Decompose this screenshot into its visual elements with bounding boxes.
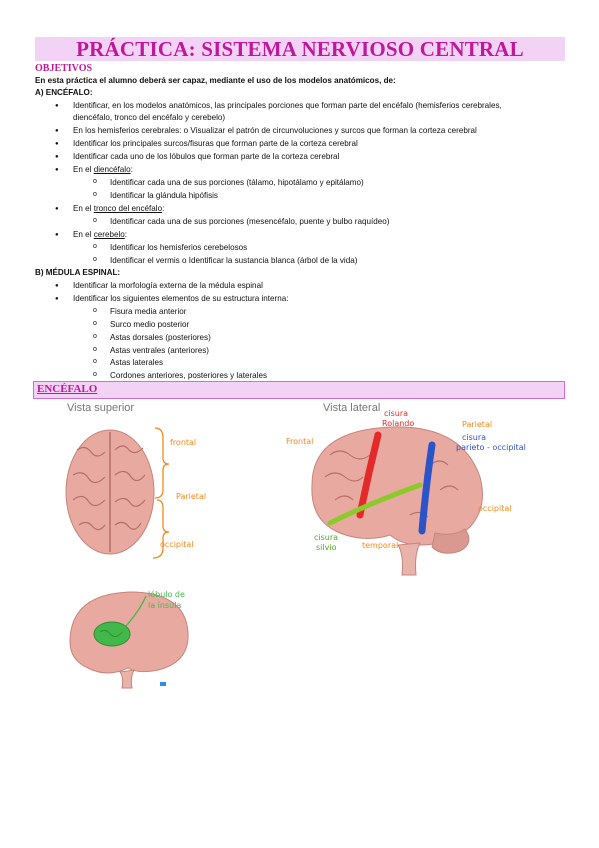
label-lobulo-insula-2: la ínsula bbox=[148, 601, 182, 610]
cerebelo-sub-2: Identificar el vermis o Identificar la s… bbox=[93, 255, 357, 266]
label-parietal-lateral: Parietal bbox=[462, 420, 493, 429]
a-item-1-cont: diencéfalo, tronco del encéfalo y cerebe… bbox=[73, 113, 226, 122]
label-frontal-lateral: Frontal bbox=[286, 437, 314, 446]
diencefalo-sub-1: Identificar cada una de sus porciones (t… bbox=[93, 177, 364, 188]
label-parietal-superior: Parietal bbox=[176, 492, 207, 501]
label-occipital-lateral: occipital bbox=[478, 504, 512, 513]
tronco-item: En el tronco del encéfalo: bbox=[55, 204, 164, 214]
label-cisura-parieto-1: cisura bbox=[462, 433, 487, 442]
intro-text: En esta práctica el alumno deberá ser ca… bbox=[35, 76, 396, 85]
b-sub-5: Astas laterales bbox=[93, 357, 163, 368]
page-title: PRÁCTICA: SISTEMA NERVIOSO CENTRAL bbox=[76, 37, 524, 61]
cerebelo-item: En el cerebelo: bbox=[55, 230, 127, 240]
section-b-heading: B) MÉDULA ESPINAL: bbox=[35, 268, 121, 277]
lateral-view-title: Vista lateral bbox=[323, 402, 381, 414]
diencefalo-item: En el diencéfalo: bbox=[55, 165, 133, 175]
b-item-2: Identificar los siguientes elementos de … bbox=[55, 294, 288, 304]
label-lobulo-insula-1: lóbulo de bbox=[148, 590, 185, 599]
b-sub-1: Fisura media anterior bbox=[93, 306, 187, 317]
a-item-4: Identificar cada uno de los lóbulos que … bbox=[55, 152, 339, 162]
label-cisura-silvio-1: cisura bbox=[314, 533, 339, 542]
objetivos-heading: OBJETIVOS bbox=[35, 63, 93, 74]
a-item-1: Identificar, en los modelos anatómicos, … bbox=[55, 101, 502, 111]
b-sub-3: Astas dorsales (posteriores) bbox=[93, 332, 211, 343]
diencefalo-sub-2: Identificar la glándula hipófisis bbox=[93, 190, 218, 201]
encefalo-heading: ENCÉFALO bbox=[37, 383, 98, 395]
label-temporal-lateral: temporal bbox=[362, 541, 399, 550]
label-cisura-parieto-2: parieto - occipital bbox=[456, 443, 526, 452]
section-a-heading: A) ENCÉFALO: bbox=[35, 88, 93, 97]
a-item-2: En los hemisferios cerebrales: o Visuali… bbox=[55, 126, 477, 136]
brain-superior-illustration bbox=[65, 427, 170, 559]
cerebelo-sub-1: Identificar los hemisferios cerebelosos bbox=[93, 242, 247, 253]
brain-insula-illustration bbox=[69, 591, 189, 689]
b-item-1: Identificar la morfología externa de la … bbox=[55, 281, 263, 291]
label-cisura-silvio-2: silvio bbox=[316, 543, 337, 552]
encefalo-banner: ENCÉFALO bbox=[33, 381, 565, 399]
a-item-3: Identificar los principales surcos/fisur… bbox=[55, 139, 358, 149]
b-sub-6: Cordones anteriores, posteriores y later… bbox=[93, 370, 267, 381]
label-cisura-rolando-2: Rolando bbox=[382, 419, 415, 428]
brain-lateral-illustration bbox=[311, 426, 483, 576]
b-sub-2: Surco medio posterior bbox=[93, 319, 189, 330]
label-cisura-rolando-1: cisura bbox=[384, 409, 409, 418]
tronco-sub-1: Identificar cada una de sus porciones (m… bbox=[93, 216, 389, 227]
title-banner: PRÁCTICA: SISTEMA NERVIOSO CENTRAL bbox=[35, 37, 565, 61]
superior-view-title: Vista superior bbox=[67, 402, 135, 414]
label-frontal-superior: frontal bbox=[170, 438, 197, 447]
b-sub-4: Astas ventrales (anteriores) bbox=[93, 345, 209, 356]
label-occipital-superior: occipital bbox=[160, 540, 194, 549]
